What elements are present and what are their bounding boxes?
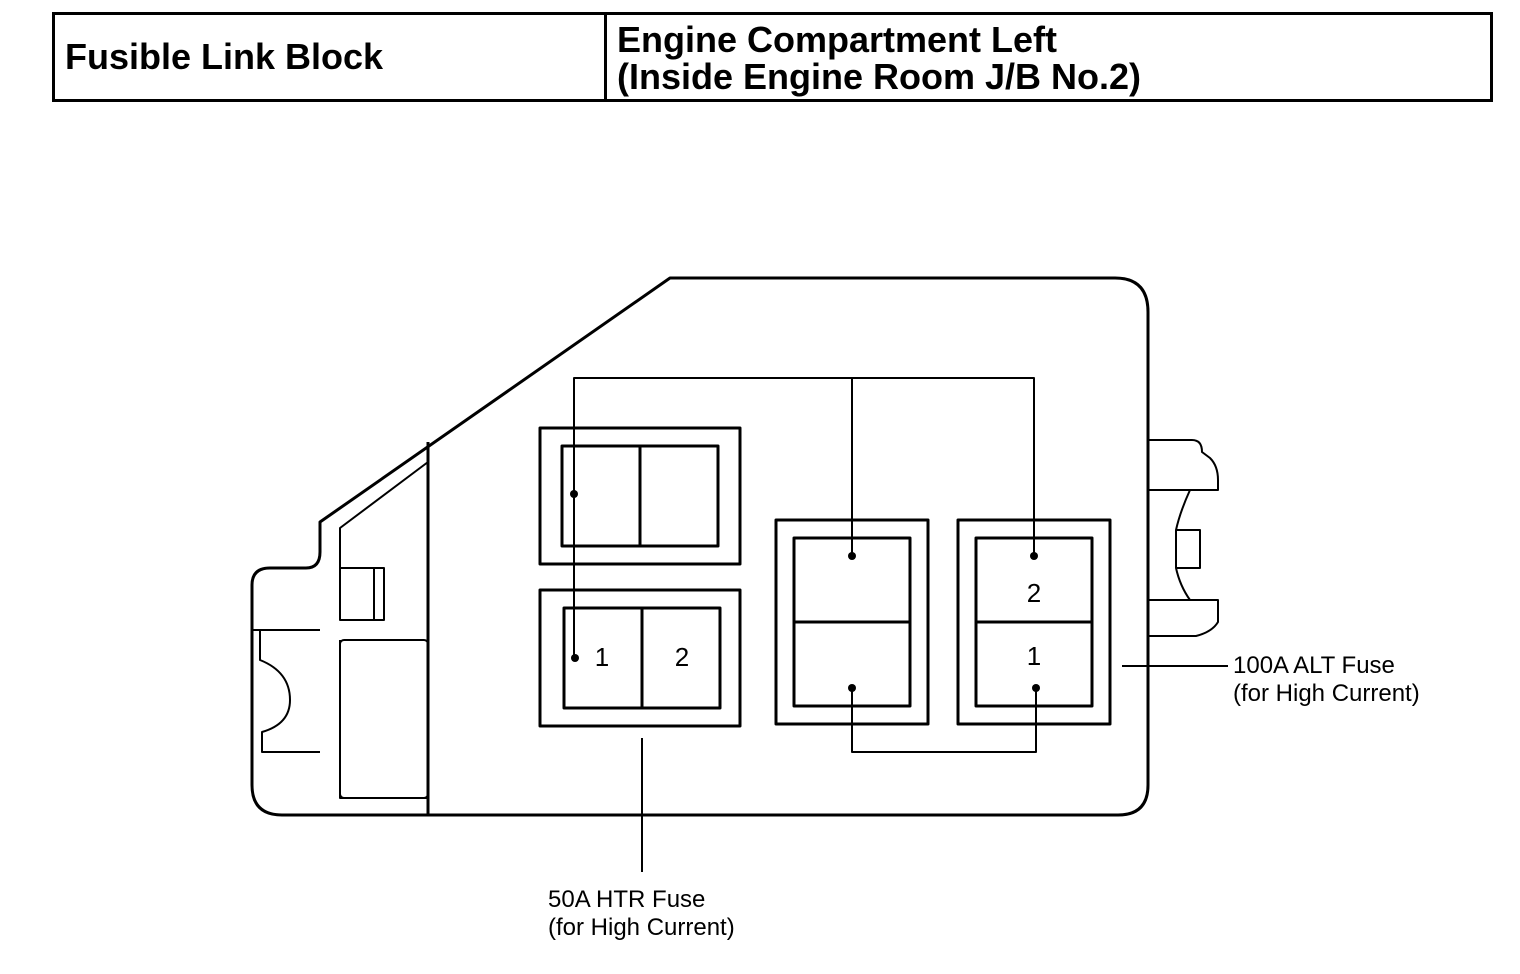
left-mounting-clip: [252, 629, 320, 753]
terminal-dot-middle-bottom: [848, 684, 856, 692]
terminal-dot-upper-left: [570, 490, 578, 498]
terminal-dot-alt-2: [1030, 552, 1038, 560]
alt-terminal-1-label: 1: [1027, 641, 1041, 671]
htr-fuse-note: (for High Current): [548, 914, 735, 941]
terminal-dot-middle-top: [848, 552, 856, 560]
htr-terminal-2-label: 2: [675, 642, 689, 672]
component-name-cell: Fusible Link Block: [55, 15, 607, 99]
htr-fuse-callout: 50A HTR Fuse (for High Current): [548, 886, 735, 942]
component-name: Fusible Link Block: [65, 36, 384, 77]
alt-fuse-callout: 100A ALT Fuse (for High Current): [1233, 652, 1420, 708]
htr-fuse-name: 50A HTR Fuse: [548, 886, 706, 913]
left-small-slot: [339, 567, 385, 621]
bottom-bus-wire: [851, 688, 1037, 753]
alt-terminal-2-label: 2: [1027, 578, 1041, 608]
htr-fuse-holder: [538, 588, 742, 728]
location-line-2: (Inside Engine Room J/B No.2): [617, 56, 1142, 97]
alt-fuse-name: 100A ALT Fuse: [1233, 652, 1395, 679]
block-housing-outline: [250, 276, 1150, 817]
htr-terminal-1-label: 1: [595, 642, 609, 672]
terminal-dot-alt-1: [1032, 684, 1040, 692]
left-large-slot: [339, 639, 429, 799]
terminal-dot-htr-1: [571, 654, 579, 662]
top-bus-wire: [573, 377, 1035, 658]
location-line-1: Engine Compartment Left: [617, 19, 1058, 60]
location-cell: Engine Compartment Left (Inside Engine R…: [607, 15, 1490, 99]
upper-left-fuse-holder: [538, 426, 742, 566]
left-inner-chamfer: [339, 461, 429, 799]
alt-fuse-note: (for High Current): [1233, 680, 1420, 707]
header-table: Fusible Link Block Engine Compartment Le…: [52, 12, 1493, 102]
right-mounting-clip: [1148, 439, 1219, 637]
